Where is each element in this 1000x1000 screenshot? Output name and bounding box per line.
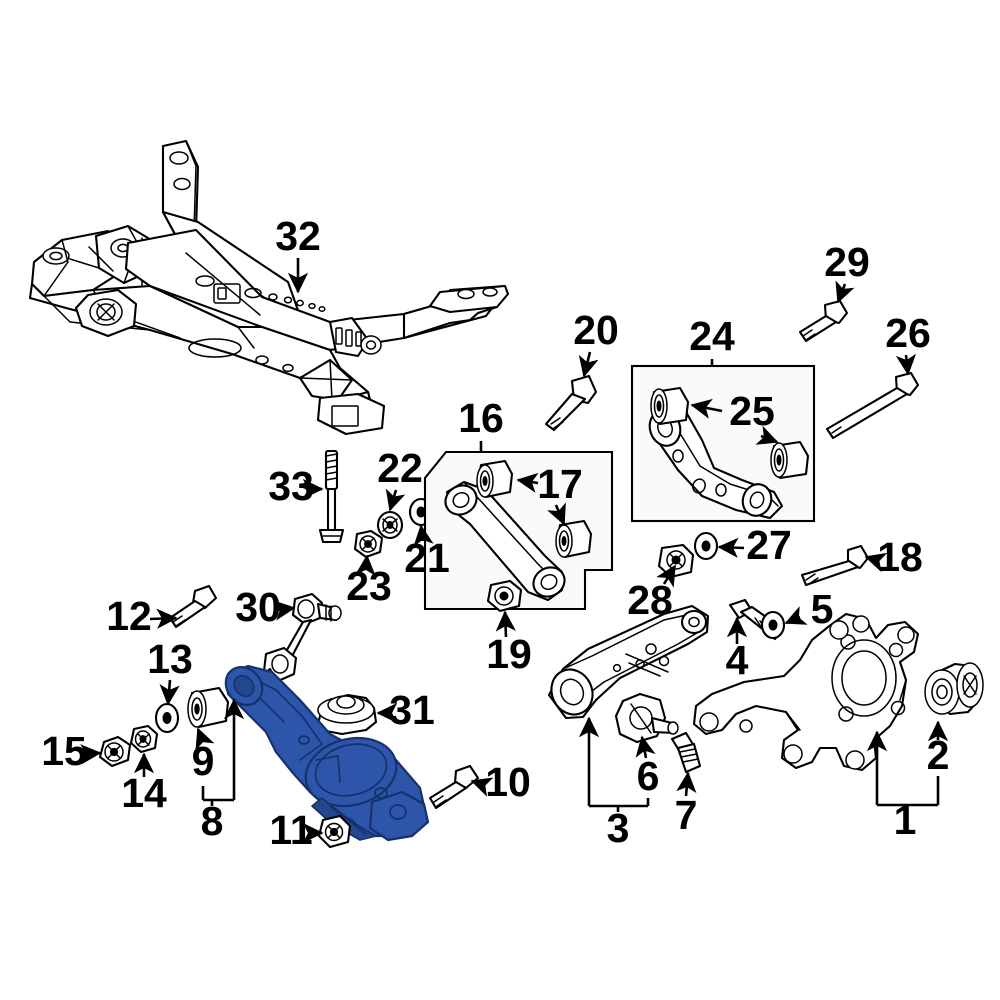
part-2-wheel-hub-bearing[interactable]: [924, 662, 984, 716]
callout-30: 30: [235, 584, 281, 630]
callout-13: 13: [147, 636, 193, 682]
callout-2: 2: [927, 732, 950, 778]
callout-28: 28: [627, 577, 673, 623]
part-11-control-arm-nut[interactable]: [317, 814, 352, 849]
part-23-toe-link-nut[interactable]: [353, 529, 384, 559]
part-26-upper-arm-bolt[interactable]: [825, 371, 920, 440]
part-19-lateral-link-nut[interactable]: [486, 579, 523, 613]
callout-9: 9: [192, 738, 215, 784]
callout-6: 6: [637, 753, 660, 799]
part-17-lateral-link-bushing[interactable]: [476, 459, 593, 559]
part-14-small-nut[interactable]: [129, 724, 159, 754]
part-30-stabilizer-bar-link[interactable]: [257, 592, 342, 691]
callout-8: 8: [201, 798, 224, 844]
callout-numbers: 1 2 3 4 5 6 7 8 9 10 11 12 13 14 15 16 1…: [41, 213, 949, 853]
callout-7: 7: [675, 792, 698, 838]
part-15-flange-nut[interactable]: [98, 735, 132, 768]
callout-19: 19: [486, 631, 532, 677]
callout-24: 24: [689, 313, 735, 359]
callout-11: 11: [269, 807, 312, 853]
part-20-toe-link-cam-bolt[interactable]: [544, 374, 598, 432]
callout-25: 25: [729, 388, 775, 434]
part-22-toe-link-bushing[interactable]: [376, 510, 404, 540]
part-6-trailing-arm-bushing[interactable]: [614, 692, 679, 744]
part-24-upper-control-arm-assembly[interactable]: [645, 406, 784, 520]
callout-29: 29: [824, 239, 870, 285]
callout-26: 26: [885, 310, 931, 356]
part-8-rear-lower-control-arm[interactable]: [218, 660, 430, 842]
callout-16: 16: [458, 395, 504, 441]
part-16-lateral-link-assembly[interactable]: [440, 480, 570, 602]
part-27-upper-arm-washer[interactable]: [693, 531, 719, 561]
callout-1: 1: [894, 797, 917, 843]
part-31-spring-seat-insulator[interactable]: [316, 693, 378, 736]
part-13-cam-washer[interactable]: [154, 702, 180, 734]
callout-14: 14: [121, 770, 167, 816]
part-1-knuckle-assembly[interactable]: [692, 612, 920, 772]
part-10-control-arm-bolt[interactable]: [428, 764, 480, 810]
callout-3: 3: [607, 805, 630, 851]
part-29-subframe-bolt-long[interactable]: [798, 299, 849, 343]
callout-32: 32: [275, 213, 321, 259]
part-3-trailing-arm-assembly[interactable]: [544, 604, 710, 721]
callout-15: 15: [41, 728, 87, 774]
part-33-subframe-through-bolt[interactable]: [318, 449, 345, 544]
callout-5: 5: [811, 586, 834, 632]
callout-22: 22: [377, 445, 423, 491]
part-32-rear-suspension-subframe[interactable]: [28, 139, 510, 436]
part-25-upper-arm-bushing[interactable]: [650, 386, 810, 480]
part-5-knuckle-washer[interactable]: [760, 610, 786, 640]
callout-12: 12: [106, 593, 152, 639]
callout-27: 27: [746, 522, 792, 568]
leader-lines: [80, 258, 949, 844]
callout-21: 21: [404, 535, 450, 581]
callout-17: 17: [537, 461, 583, 507]
callout-33: 33: [268, 463, 314, 509]
callout-31: 31: [389, 687, 435, 733]
part-9-control-arm-bushing[interactable]: [187, 686, 230, 729]
callout-4: 4: [726, 637, 749, 683]
part-12-cam-bolt[interactable]: [168, 584, 218, 629]
callout-10: 10: [485, 759, 531, 805]
part-7-trailing-arm-bolt[interactable]: [670, 731, 702, 774]
part-28-upper-arm-nut[interactable]: [657, 543, 695, 579]
callout-23: 23: [346, 563, 392, 609]
callout-20: 20: [573, 307, 619, 353]
callout-18: 18: [877, 534, 923, 580]
part-18-lateral-link-bolt[interactable]: [800, 544, 870, 587]
